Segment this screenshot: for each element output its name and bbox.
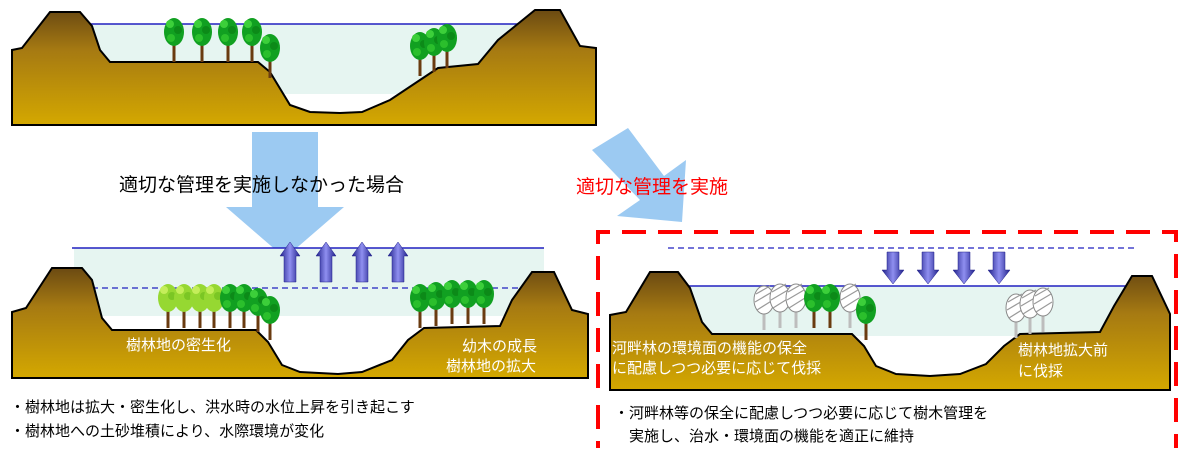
left-river-section <box>11 241 589 379</box>
left-note-2: ・樹林地への土砂堆積により、水際環境が変化 <box>10 422 325 440</box>
label-cut-1: 河畔林の環境面の機能の保全 <box>612 339 808 357</box>
fall-arrow <box>881 251 905 285</box>
caption-with-management: 適切な管理を実施 <box>576 176 729 198</box>
label-growth-1: 幼木の成長 <box>462 337 538 355</box>
rise-arrow <box>351 241 373 283</box>
rise-arrow <box>387 241 409 283</box>
fall-arrow <box>952 251 976 285</box>
fall-arrow <box>916 251 940 285</box>
label-growth-2: 樹林地の拡大 <box>446 357 537 375</box>
right-water <box>672 286 1138 336</box>
label-cut-2: に配慮しつつ必要に応じて伐採 <box>612 359 822 377</box>
left-note-1: ・樹林地は拡大・密生化し、洪水時の水位上昇を引き起こす <box>10 398 415 416</box>
label-pre-2: に伐採 <box>1018 362 1064 380</box>
top-bank <box>11 9 597 126</box>
management-frame <box>596 230 1178 448</box>
right-river-section <box>596 230 1178 448</box>
label-pre-1: 樹林地拡大前 <box>1018 341 1109 359</box>
right-note-1: ・河畔林等の保全に配慮しつつ必要に応じて樹木管理を <box>614 404 989 422</box>
arrow-down <box>226 132 344 258</box>
right-fall-arrows <box>881 251 1011 285</box>
arrow-diagonal <box>592 128 686 222</box>
fall-arrow <box>987 251 1011 285</box>
right-note-2: 実施し、治水・環境面の機能を適正に維持 <box>614 427 915 445</box>
left-water <box>74 248 544 316</box>
right-bank <box>609 271 1171 391</box>
top-river-section <box>11 9 597 126</box>
left-bank <box>11 267 589 379</box>
label-dense-forest: 樹林地の密生化 <box>126 336 232 354</box>
left-rise-arrows <box>279 241 409 283</box>
caption-no-management: 適切な管理を実施しなかった場合 <box>119 174 405 196</box>
rise-arrow <box>315 241 337 283</box>
rise-arrow <box>279 241 301 283</box>
